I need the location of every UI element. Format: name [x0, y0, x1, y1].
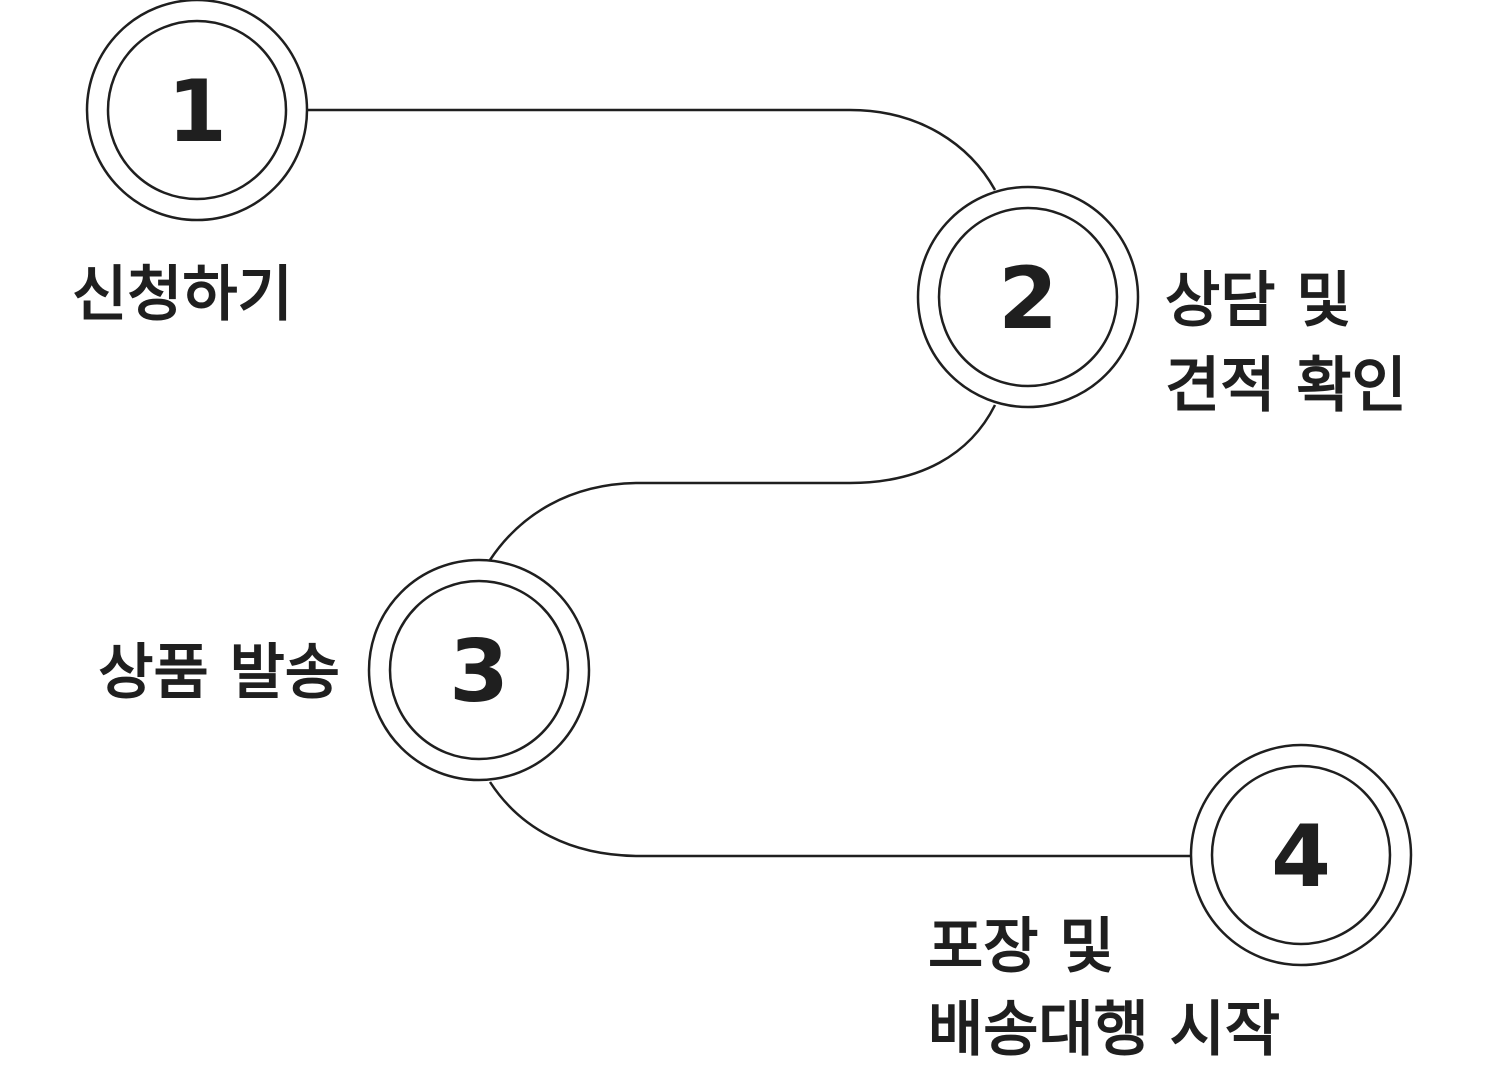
step-1-label: 신청하기 — [72, 260, 293, 330]
step-1-inner-ring — [106, 19, 288, 201]
step-1: 1 신청하기 — [72, 0, 309, 330]
step-3-inner-ring — [388, 579, 570, 761]
step-4-label-line-2: 배송대행 시작 — [928, 995, 1280, 1065]
step-4-label-line-1: 포장 및 — [928, 912, 1115, 982]
step-2: 2 상담 및 견적 확인 — [916, 185, 1407, 421]
step-3: 3 상품 발송 — [98, 558, 591, 782]
step-4-number: 4 — [1271, 807, 1331, 907]
step-3-number: 3 — [449, 622, 509, 722]
step-1-number: 1 — [167, 62, 227, 162]
step-3-label: 상품 발송 — [98, 638, 340, 708]
step-4: 4 포장 및 배송대행 시작 — [928, 743, 1413, 1065]
step-4-inner-ring — [1210, 764, 1392, 946]
step-2-inner-ring — [937, 206, 1119, 388]
connector-path — [306, 108, 1195, 858]
step-2-label-line-1: 상담 및 — [1165, 266, 1352, 336]
step-2-number: 2 — [998, 249, 1058, 349]
step-2-label-line-2: 견적 확인 — [1165, 351, 1407, 421]
